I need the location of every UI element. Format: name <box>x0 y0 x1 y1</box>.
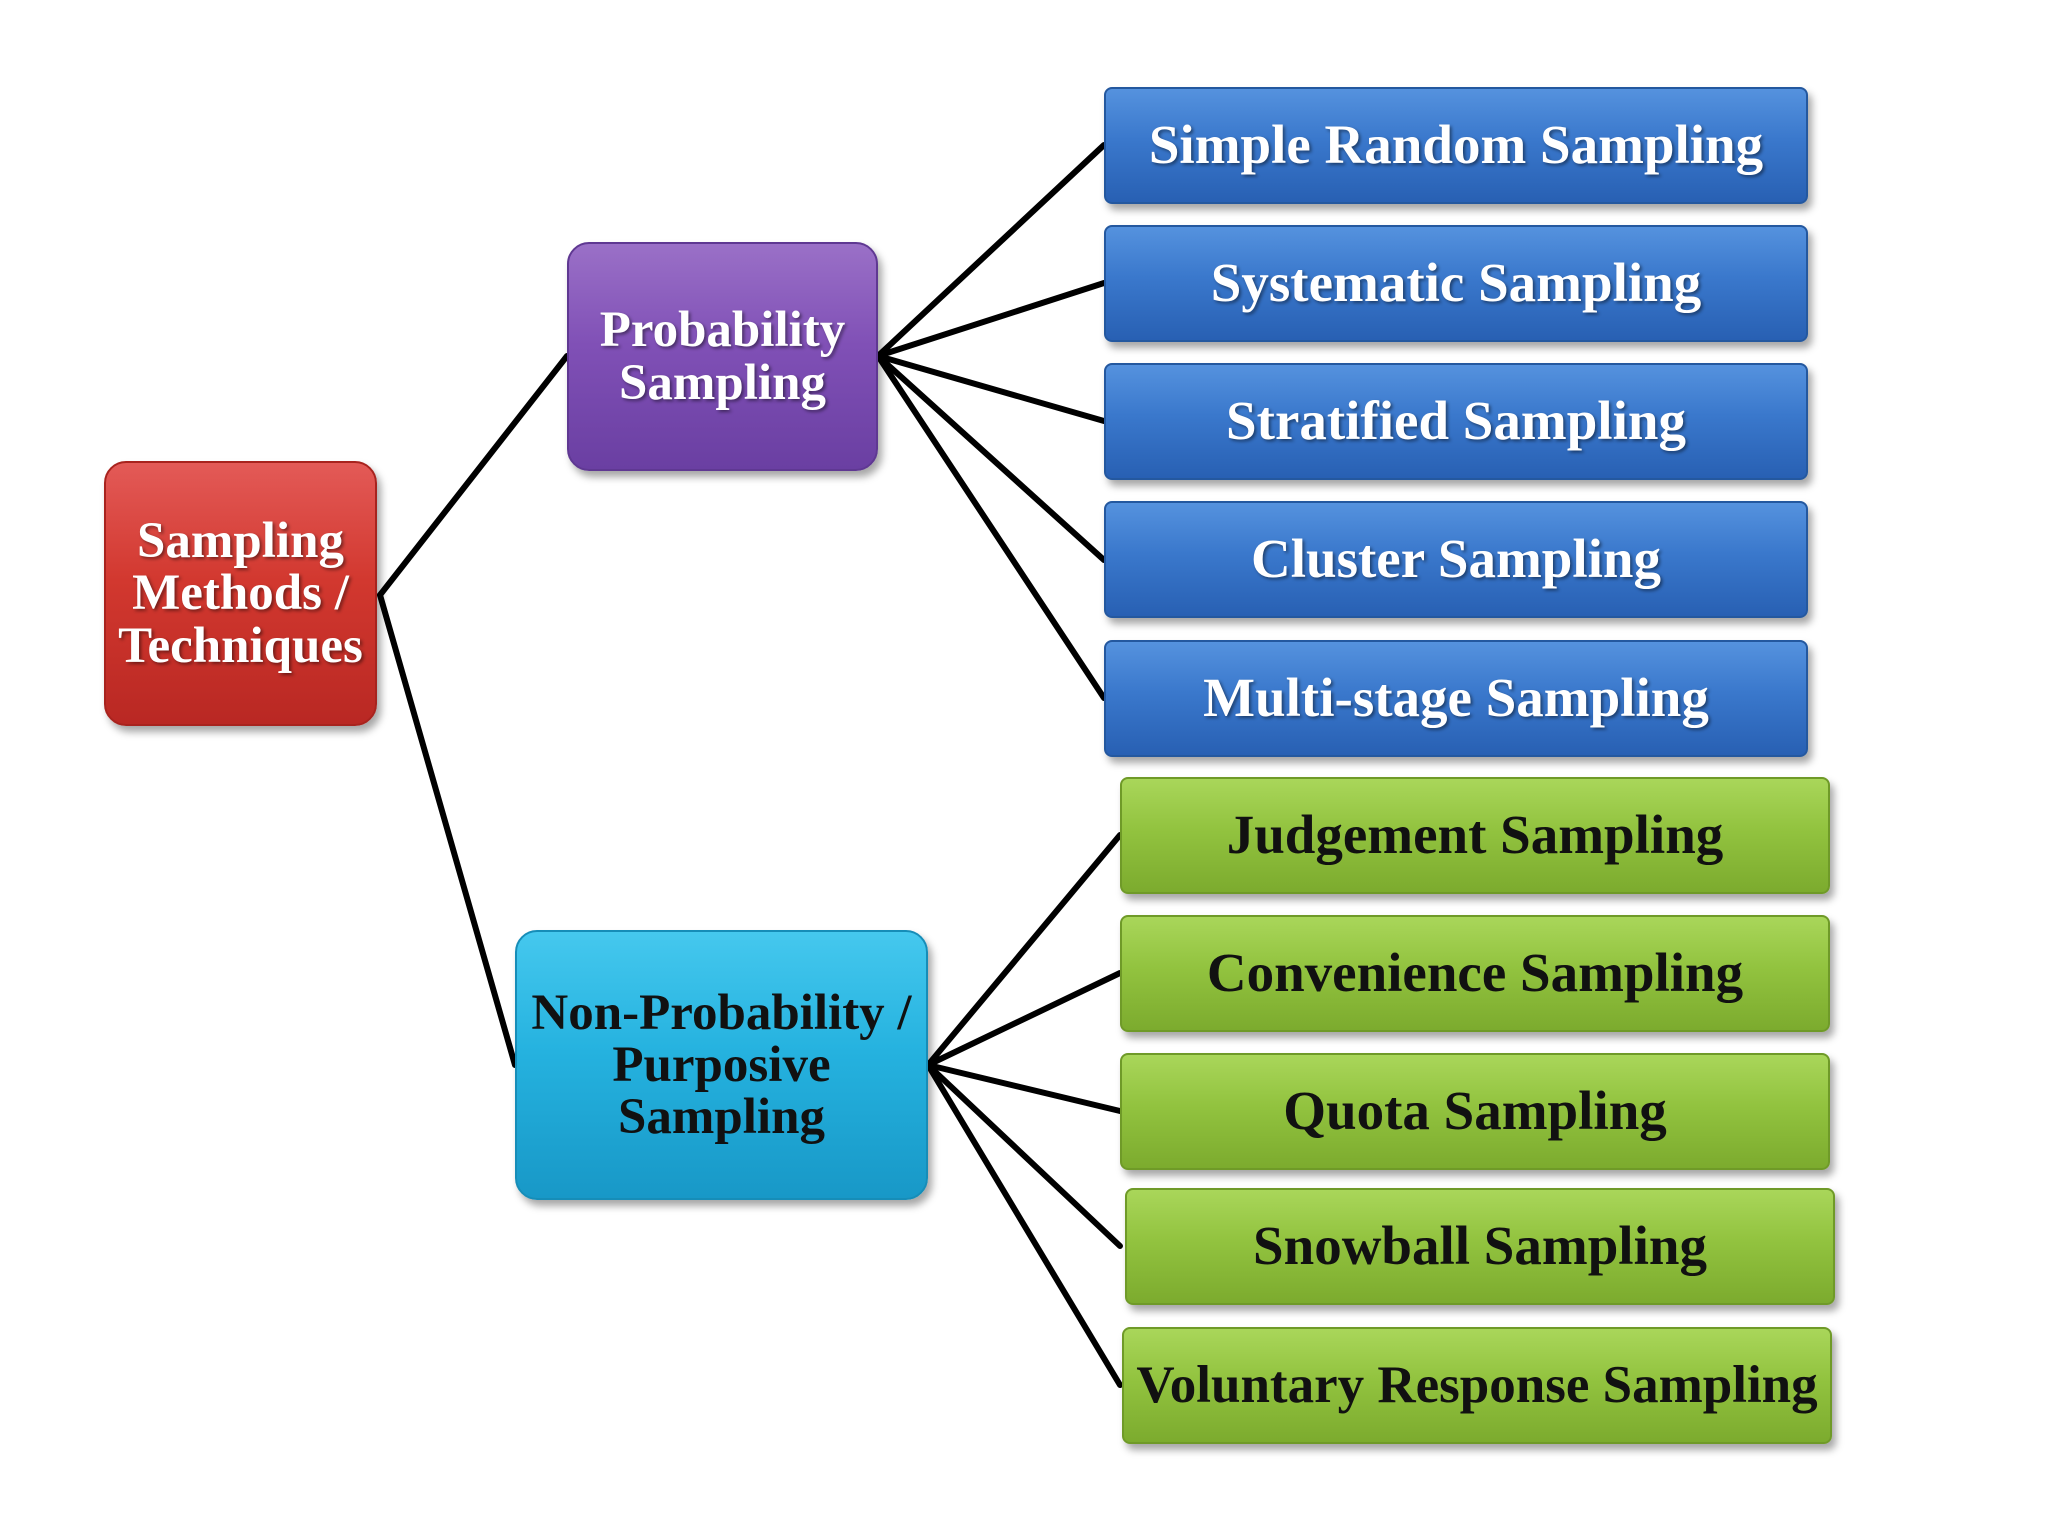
method-label: Judgement Sampling <box>1226 804 1724 866</box>
connector-probability-to-systematic <box>875 280 1107 359</box>
connector-root-to-non-probability <box>377 592 518 1068</box>
method-node-convenience: Convenience Sampling <box>1120 915 1830 1032</box>
category-node-non-probability: Non-Probability / Purposive Sampling <box>515 930 928 1200</box>
connector-non-probability-to-quota <box>925 1062 1123 1114</box>
connector-non-probability-to-snowball <box>925 1062 1123 1249</box>
method-node-cluster: Cluster Sampling <box>1104 501 1808 618</box>
connector-probability-to-stratified <box>875 353 1107 424</box>
connector-non-probability-to-voluntary-response <box>925 1062 1123 1388</box>
connector-non-probability-to-judgement <box>925 832 1123 1068</box>
method-node-voluntary-response: Voluntary Response Sampling <box>1122 1327 1832 1444</box>
method-label: Simple Random Sampling <box>1148 114 1764 176</box>
connector-probability-to-cluster <box>875 353 1107 563</box>
method-node-systematic: Systematic Sampling <box>1104 225 1808 342</box>
connector-non-probability-to-convenience <box>925 970 1123 1068</box>
method-label: Convenience Sampling <box>1206 942 1744 1004</box>
root-node-sampling-methods: Sampling Methods / Techniques <box>104 461 377 726</box>
connector-probability-to-multi-stage <box>875 353 1107 701</box>
category-node-probability: Probability Sampling <box>567 242 878 471</box>
method-label: Systematic Sampling <box>1210 252 1702 314</box>
method-node-multi-stage: Multi-stage Sampling <box>1104 640 1808 757</box>
method-label: Voluntary Response Sampling <box>1136 1355 1818 1414</box>
root-node-label: Sampling Methods / Techniques <box>118 513 363 674</box>
non-probability-node-label: Non-Probability / Purposive Sampling <box>531 984 912 1145</box>
connector-probability-to-simple-random <box>875 142 1107 359</box>
method-label: Stratified Sampling <box>1226 390 1686 452</box>
method-node-snowball: Snowball Sampling <box>1125 1188 1835 1305</box>
method-node-judgement: Judgement Sampling <box>1120 777 1830 894</box>
method-node-stratified: Stratified Sampling <box>1104 363 1808 480</box>
connector-root-to-probability <box>377 353 570 598</box>
method-label: Quota Sampling <box>1283 1080 1667 1142</box>
method-node-simple-random: Simple Random Sampling <box>1104 87 1808 204</box>
probability-node-label: Probability Sampling <box>599 302 846 411</box>
method-label: Multi-stage Sampling <box>1203 667 1709 729</box>
method-label: Snowball Sampling <box>1253 1215 1707 1277</box>
method-node-quota: Quota Sampling <box>1120 1053 1830 1170</box>
method-label: Cluster Sampling <box>1250 528 1662 590</box>
